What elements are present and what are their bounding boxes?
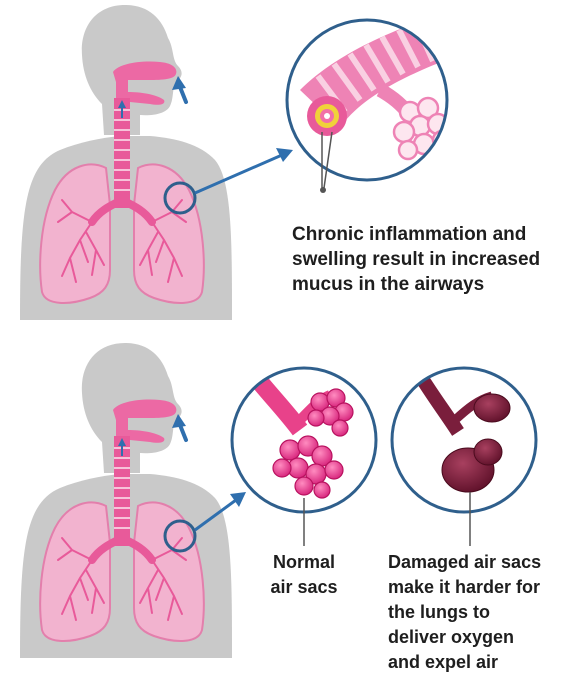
bronchitis-caption: Chronic inflammation and swelling result… bbox=[292, 222, 540, 297]
body-silhouette-bottom bbox=[20, 343, 232, 658]
damaged-alveoli-icon bbox=[392, 368, 536, 546]
normal-air-sacs-caption: Normal air sacs bbox=[254, 550, 354, 600]
normal-alveoli-icon bbox=[232, 368, 376, 546]
magnified-airway-icon bbox=[287, 15, 460, 193]
damaged-air-sacs-caption: Damaged air sacs make it harder for the … bbox=[388, 550, 578, 675]
body-silhouette-top bbox=[20, 5, 232, 320]
